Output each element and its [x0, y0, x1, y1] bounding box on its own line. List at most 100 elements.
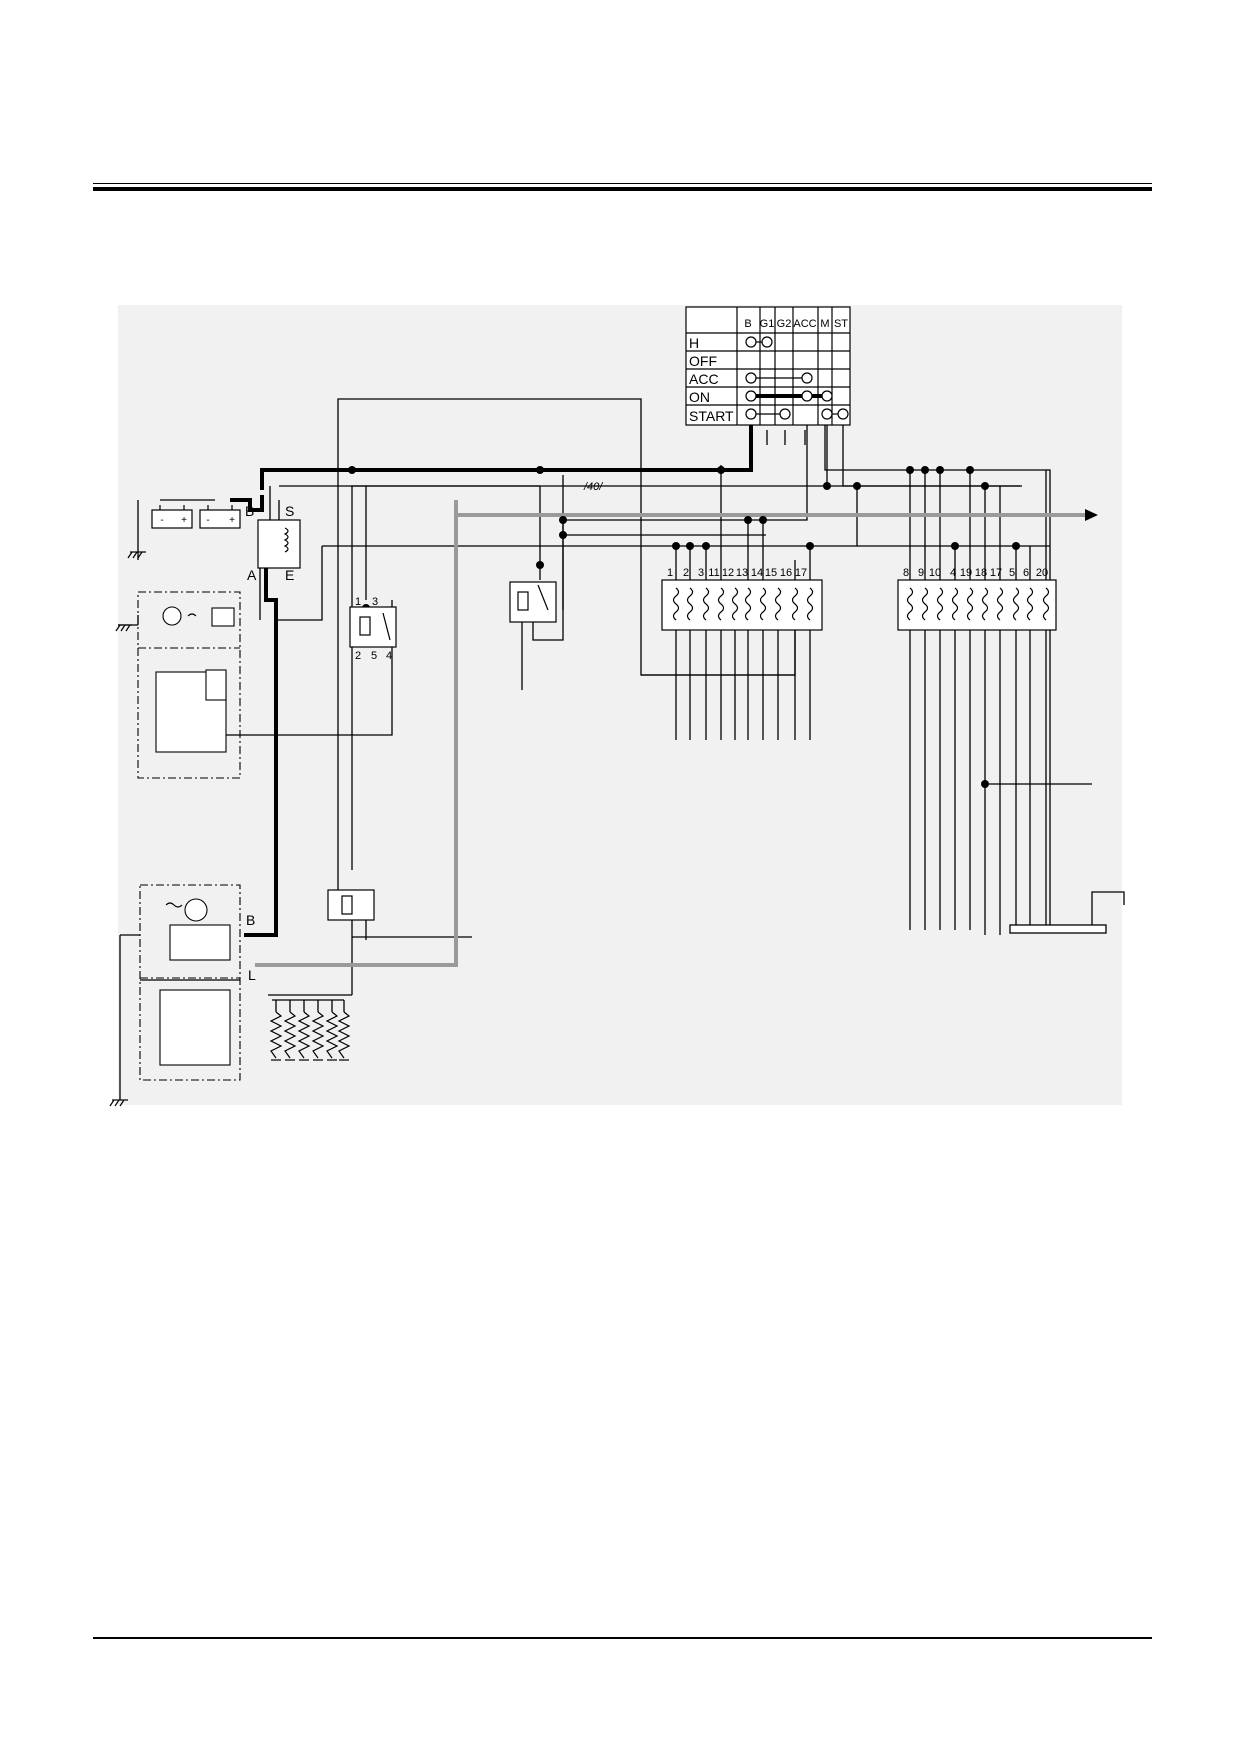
alt-terminal-l: L	[248, 967, 256, 983]
fuse-symbol	[1042, 587, 1050, 621]
pos-acc: ACC	[689, 371, 719, 387]
batt1-pos: +	[181, 515, 187, 526]
fuse-box-left-labels: 1 2 3 11 12 13 14 15 16 17	[667, 567, 807, 579]
fuse-symbol	[906, 587, 914, 621]
fuse-left-3: 3	[698, 567, 704, 579]
glow-plug-resistor	[283, 1011, 297, 1059]
fuse-symbol	[996, 587, 1004, 621]
fuse-symbol	[731, 587, 739, 621]
relay-pin-5: 5	[371, 650, 377, 662]
glow-plug-resistor	[337, 1011, 351, 1059]
battery-relay-labels: B S A E	[245, 503, 294, 583]
relay-terminal-e: E	[285, 567, 294, 583]
glow-plug-resistor	[269, 1011, 283, 1059]
fuse-left-17: 17	[795, 567, 807, 579]
relay-pin-4: 4	[386, 650, 392, 662]
pos-h: H	[689, 335, 699, 351]
fuse-left-symbols	[672, 587, 814, 621]
fuse-left-2: 2	[683, 567, 689, 579]
fuse-right-8: 8	[903, 567, 909, 579]
fuse-left-11: 11	[708, 567, 719, 579]
thin-wires	[118, 398, 1125, 1100]
fuse-right-5: 5	[1009, 567, 1015, 579]
fuse-right-4: 4	[950, 567, 956, 579]
fuse-box-right-labels: 8 9 10 4 19 18 17 5 6 20	[903, 567, 1048, 579]
safety-relay	[509, 581, 557, 623]
key-switch-table	[685, 306, 851, 426]
fuse-symbol	[966, 587, 974, 621]
wire-marker: /40/	[583, 481, 603, 493]
battery-relay	[257, 519, 301, 569]
fuse-symbol	[759, 587, 767, 621]
thick-wires	[230, 425, 1098, 967]
relay-pin-3: 3	[372, 596, 378, 608]
batt2-neg: -	[206, 515, 209, 526]
col-acc: ACC	[793, 318, 816, 330]
fuse-symbol	[1026, 587, 1034, 621]
header-rule-thin	[93, 183, 1152, 184]
relay-pin-2: 2	[355, 650, 361, 662]
alt-terminal-b: B	[246, 912, 255, 928]
fuse-left-15: 15	[765, 567, 777, 579]
col-st: ST	[834, 318, 848, 330]
battery-pack	[151, 505, 241, 529]
fuse-right-17: 17	[990, 567, 1002, 579]
glow-plug-resistor	[311, 1011, 325, 1059]
header-rule-thick	[93, 187, 1152, 191]
fuse-right-6: 6	[1023, 567, 1029, 579]
alternator-relay	[327, 889, 375, 921]
alternator-assembly	[139, 884, 241, 1081]
fuse-right-9: 9	[918, 567, 924, 579]
relay-terminal-b: B	[245, 503, 254, 519]
pos-off: OFF	[689, 353, 717, 369]
fuse-symbol	[686, 587, 694, 621]
fuse-symbol	[806, 587, 814, 621]
fuse-right-18: 18	[975, 567, 987, 579]
fuse-symbol	[702, 587, 710, 621]
fuse-left-16: 16	[780, 567, 792, 579]
fuse-box-left	[661, 579, 823, 631]
fuse-symbol	[791, 587, 799, 621]
col-g2: G2	[777, 318, 792, 330]
battery-terminal-labels: - + - +	[160, 515, 235, 526]
fuse-right-symbols	[906, 587, 1050, 621]
fuse-symbol	[717, 587, 725, 621]
fuse-right-10: 10	[929, 567, 941, 579]
glow-plug-array	[269, 1011, 351, 1061]
fuse-right-19: 19	[960, 567, 972, 579]
fuse-left-13: 13	[736, 567, 748, 579]
fuse-left-1: 1	[667, 567, 673, 579]
ground-symbol-alternator	[109, 1099, 128, 1107]
col-m: M	[820, 318, 829, 330]
fuse-symbol	[1012, 587, 1020, 621]
pos-on: ON	[689, 389, 710, 405]
alternator-labels: B L	[246, 912, 256, 983]
relay-pin-1: 1	[355, 596, 361, 608]
batt1-neg: -	[160, 515, 163, 526]
fuse-symbol	[981, 587, 989, 621]
fuse-left-14: 14	[751, 567, 763, 579]
key-switch-positions: H OFF ACC ON START	[689, 335, 734, 424]
fuse-symbol	[672, 587, 680, 621]
fuse-symbol	[774, 587, 782, 621]
fuse-symbol	[951, 587, 959, 621]
relay-terminal-a: A	[247, 567, 257, 583]
starter-relay	[349, 606, 397, 648]
pos-start: START	[689, 408, 734, 424]
batt2-pos: +	[229, 515, 235, 526]
fuse-symbol	[921, 587, 929, 621]
fuse-box-right	[897, 579, 1057, 631]
fuse-symbol	[744, 587, 752, 621]
glow-plug-resistor	[297, 1011, 311, 1059]
starter-assembly	[137, 591, 241, 779]
junction-dots	[348, 466, 1020, 788]
fuse-left-12: 12	[722, 567, 734, 579]
key-switch-headers: B G1 G2 ACC M ST	[744, 318, 848, 330]
key-switch-contacts	[745, 336, 849, 420]
diagram-panel	[118, 305, 1122, 1105]
glow-plug-resistor	[325, 1011, 339, 1059]
col-b: B	[744, 318, 751, 330]
fuse-symbol	[936, 587, 944, 621]
